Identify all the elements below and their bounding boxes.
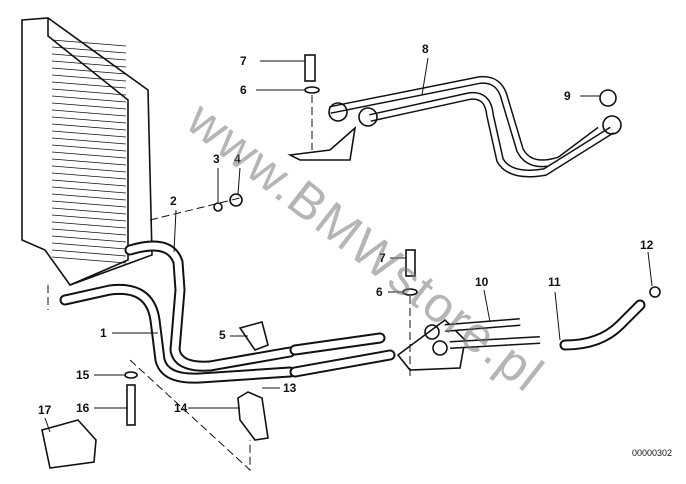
cooler-fin xyxy=(51,214,127,222)
cooler-fin xyxy=(51,123,127,131)
rubber-mount-17 xyxy=(41,419,97,469)
plug-4 xyxy=(229,193,243,207)
callout-6-upper: 6 xyxy=(240,83,247,97)
callout-5: 5 xyxy=(219,328,226,342)
cooler-fin xyxy=(51,249,127,257)
cooler-fin xyxy=(51,60,127,68)
callout-9: 9 xyxy=(564,89,571,103)
cooler-fin xyxy=(51,256,127,264)
clamp-14 xyxy=(237,391,269,441)
cooler-fin xyxy=(51,172,127,180)
cooler-fin xyxy=(51,221,127,229)
bracket-center xyxy=(396,318,466,371)
bracket-5 xyxy=(238,321,269,351)
callout-1: 1 xyxy=(100,326,107,340)
callout-7-lower: 7 xyxy=(379,251,386,265)
callout-17: 17 xyxy=(38,403,52,417)
cooler-fin xyxy=(51,46,127,54)
cooler-fin xyxy=(51,144,127,152)
cooler-fin xyxy=(51,207,127,215)
callout-4: 4 xyxy=(234,152,241,166)
cooler-fin xyxy=(51,116,127,124)
oil-pipe-8 xyxy=(287,75,622,178)
callout-3: 3 xyxy=(213,152,220,166)
callout-8: 8 xyxy=(422,42,429,56)
cooler-fin xyxy=(51,88,127,96)
cooler-fin xyxy=(51,67,127,75)
cooler-fin xyxy=(51,39,127,47)
cooler-fin xyxy=(51,151,127,159)
callout-13: 13 xyxy=(283,381,297,395)
cooler-fin xyxy=(51,186,127,194)
callout-14: 14 xyxy=(174,401,188,415)
callout-15: 15 xyxy=(76,368,90,382)
cooler-fin xyxy=(51,242,127,250)
oil-line-2 xyxy=(124,240,386,372)
cooler-fin xyxy=(51,179,127,187)
washer-6-upper xyxy=(304,86,320,94)
bolt-16 xyxy=(126,384,136,426)
cooler-fin xyxy=(51,158,127,166)
cooler-fin xyxy=(51,53,127,61)
washer-3 xyxy=(213,202,223,212)
oil-cooler xyxy=(21,17,153,286)
callout-16: 16 xyxy=(76,401,90,415)
cooler-fin xyxy=(51,81,127,89)
cooler-fin xyxy=(51,137,127,145)
cooler-fin xyxy=(51,109,127,117)
hose-11 xyxy=(559,286,661,351)
cooler-fin xyxy=(51,200,127,208)
cooler-fin xyxy=(51,193,127,201)
callout-12: 12 xyxy=(640,238,654,252)
callout-11: 11 xyxy=(548,275,561,289)
callout-7-upper: 7 xyxy=(240,54,247,68)
diagram-reference-number: 00000302 xyxy=(631,448,672,458)
cooler-fin xyxy=(51,235,127,243)
callout-10: 10 xyxy=(475,275,489,289)
oil-pipe-10 xyxy=(444,318,541,349)
washer-15 xyxy=(124,371,138,379)
bolt-7-lower xyxy=(405,249,416,277)
bolt-7-upper xyxy=(304,54,316,82)
callout-6-lower: 6 xyxy=(376,285,383,299)
cooler-fin xyxy=(51,130,127,138)
cooler-fin xyxy=(51,102,127,110)
cooler-fin xyxy=(51,228,127,236)
callout-2: 2 xyxy=(170,194,177,208)
cooler-fin xyxy=(51,165,127,173)
oil-line-1 xyxy=(59,283,396,384)
cooler-fin xyxy=(51,74,127,82)
cooler-fin xyxy=(51,95,127,103)
